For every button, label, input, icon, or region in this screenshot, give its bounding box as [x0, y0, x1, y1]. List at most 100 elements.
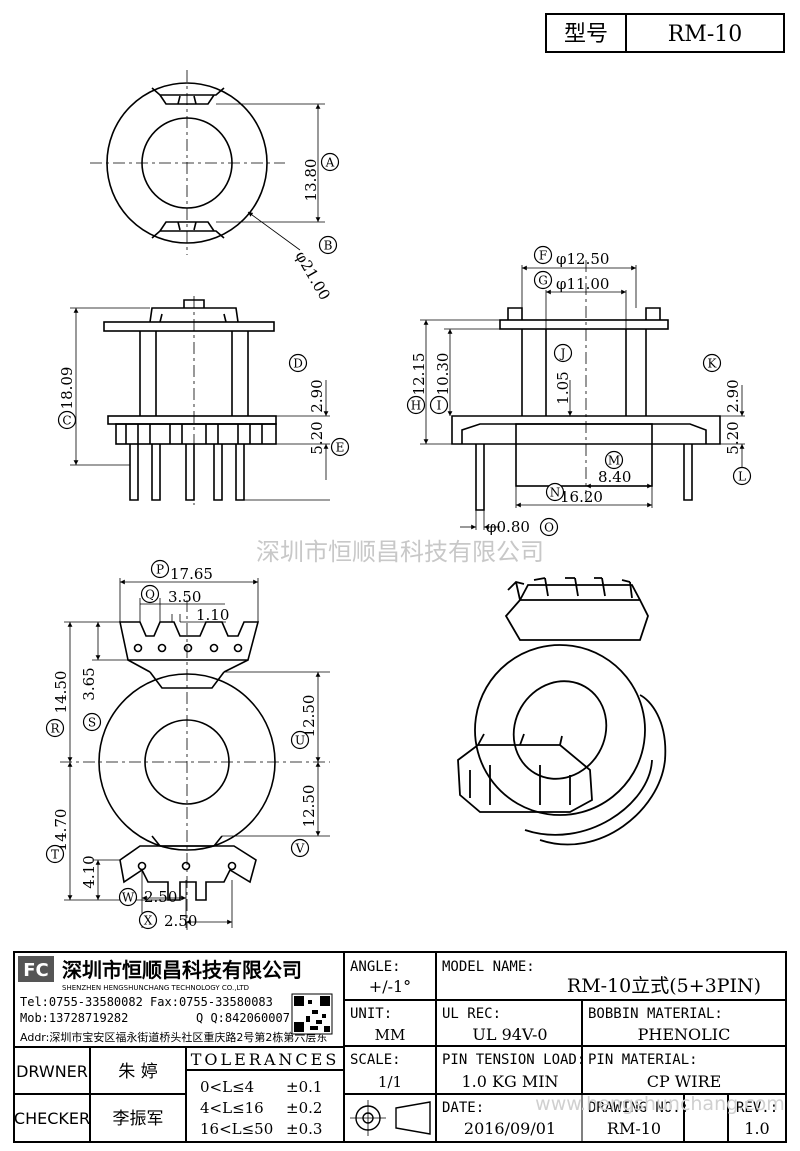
tol-value-1: ±0.2	[286, 1099, 322, 1117]
label-circle-D	[288, 353, 308, 373]
watermark-company: 深圳市恒顺昌科技有限公司	[256, 538, 544, 566]
rev-value: 1.0	[744, 1119, 769, 1138]
dim-H-value: 12.15	[410, 353, 428, 396]
label-circle-I	[429, 395, 449, 415]
drawer-label: DRWNER	[16, 1062, 88, 1081]
pin-material-label: PIN MATERIAL:	[588, 1052, 698, 1068]
dim-A-value: 13.80	[302, 159, 320, 202]
scale-label: SCALE:	[350, 1052, 401, 1068]
label-circle-W	[118, 887, 138, 907]
label-circle-P	[150, 559, 170, 579]
tol-range-1: 4<L≤16	[200, 1099, 264, 1117]
pin-tension-value: 1.0 KG MIN	[461, 1072, 558, 1091]
dim-T2-value: 4.10	[80, 855, 98, 888]
company-name-en: SHENZHEN HENGSHUNCHANG TECHNOLOGY CO.,LT…	[62, 984, 249, 992]
unit-label: UNIT:	[350, 1006, 392, 1022]
bottom-view	[60, 578, 330, 930]
label-letter-L: L	[738, 470, 746, 484]
projection-symbol-icon	[350, 1100, 431, 1136]
label-circle-X	[138, 910, 158, 930]
label-I: I	[429, 395, 449, 415]
isometric-view	[457, 577, 667, 846]
tol-value-2: ±0.3	[286, 1120, 322, 1138]
label-B: B	[318, 235, 338, 255]
bobbin-material-label: BOBBIN MATERIAL:	[588, 1006, 723, 1022]
label-E: E	[330, 437, 350, 457]
label-letter-F: F	[539, 249, 547, 263]
company-logo: FC	[23, 960, 49, 981]
label-letter-K: K	[708, 357, 718, 371]
label-G: G	[533, 270, 553, 290]
dim-N-value: 16.20	[560, 488, 603, 506]
angle-value: +/-1°	[369, 977, 411, 996]
dim-T-value: 14.70	[52, 809, 70, 852]
label-letter-I: I	[437, 399, 442, 413]
dim-D-value: 2.90	[308, 379, 326, 412]
label-P: P	[150, 559, 170, 579]
label-letter-W: W	[122, 891, 135, 905]
bobbin-material-value: PHENOLIC	[638, 1025, 731, 1044]
dim-E-value: 5.20	[308, 421, 326, 454]
company-mob: Mob:13728719282	[20, 1011, 128, 1025]
label-circle-J	[553, 343, 573, 363]
label-R: R	[45, 718, 65, 738]
label-X: X	[138, 910, 158, 930]
model-header-value: RM-10	[668, 22, 743, 47]
label-circle-K	[702, 353, 722, 373]
checker-label: CHECKER	[14, 1109, 90, 1128]
drawing-no-value: RM-10	[607, 1119, 661, 1138]
label-letter-E: E	[336, 441, 345, 455]
dim-V-value: 12.50	[300, 785, 318, 828]
dim-C-value: 18.09	[58, 367, 76, 410]
dim-M-value: 8.40	[598, 468, 631, 486]
company-qq: Q Q:842060007	[196, 1011, 290, 1025]
label-circle-U	[290, 730, 310, 750]
label-letter-H: H	[411, 399, 421, 413]
label-circle-S	[82, 712, 102, 732]
dim-Q2-value: 1.10	[196, 606, 229, 624]
tolerance-table: 0<L≤4 ±0.1 4<L≤16 ±0.2 16<L≤50 ±0.3	[200, 1078, 322, 1138]
model-header-box: 型号 RM-10	[545, 13, 785, 53]
drawer-value: 朱 婷	[118, 1062, 157, 1082]
label-letter-Q: Q	[145, 588, 155, 602]
dim-P-value: 17.65	[170, 565, 213, 583]
company-tel: Tel:0755-33580082 Fax:0755-33580083	[20, 995, 273, 1009]
unit-value: MM	[375, 1026, 406, 1044]
label-A: A	[320, 152, 340, 172]
date-label: DATE:	[442, 1100, 484, 1116]
label-F: F	[533, 245, 553, 265]
label-J: J	[553, 343, 573, 363]
label-letter-C: C	[62, 414, 71, 428]
tol-range-0: 0<L≤4	[200, 1078, 254, 1096]
front-view-left	[70, 296, 330, 505]
label-D: D	[288, 353, 308, 373]
label-circle-O	[539, 517, 559, 537]
company-info: FC 深圳市恒顺昌科技有限公司 SHENZHEN HENGSHUNCHANG T…	[18, 956, 333, 1044]
label-circle-R	[45, 718, 65, 738]
label-circle-H	[406, 395, 426, 415]
tolerances-label: TOLERANCES	[191, 1050, 340, 1069]
label-circle-Q	[140, 584, 160, 604]
scale-value: 1/1	[378, 1073, 402, 1091]
label-C: C	[57, 410, 77, 430]
label-circle-V	[290, 838, 310, 858]
top-view	[90, 70, 325, 255]
label-circle-G	[533, 270, 553, 290]
label-circle-B	[318, 235, 338, 255]
angle-label: ANGLE:	[350, 959, 401, 975]
dim-U-value: 12.50	[300, 695, 318, 738]
label-letter-R: R	[50, 722, 60, 736]
label-letter-V: V	[295, 842, 305, 856]
model-name-value: RM-10立式(5+3PIN)	[567, 975, 761, 997]
ul-value: UL 94V-0	[472, 1025, 547, 1044]
pin-tension-label: PIN TENSION LOAD:	[442, 1052, 585, 1068]
label-letter-B: B	[324, 239, 333, 253]
rev-label: REV.:	[736, 1100, 778, 1116]
dim-B-value: φ21.00	[292, 248, 334, 303]
label-letter-O: O	[544, 521, 554, 535]
label-W: W	[118, 887, 138, 907]
label-circle-E	[330, 437, 350, 457]
label-circle-T	[45, 844, 65, 864]
label-U: U	[290, 730, 310, 750]
